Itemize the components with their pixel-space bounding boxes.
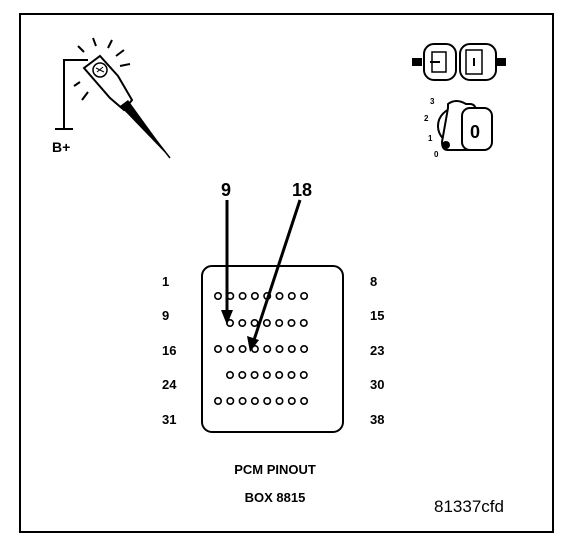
connector-pin	[299, 370, 308, 379]
connector-pin	[275, 370, 284, 379]
pin-row-start-label: 16	[162, 343, 176, 358]
connector-pin	[300, 344, 309, 353]
pin-row-pins	[226, 318, 308, 327]
connector-pin	[226, 344, 235, 353]
pin-row-end-label: 30	[370, 377, 384, 392]
connector-pin	[287, 344, 296, 353]
caption-title: PCM PINOUT	[234, 462, 316, 477]
connector-pin	[262, 370, 271, 379]
pin-row-end-label: 23	[370, 343, 384, 358]
connector-pin	[214, 291, 223, 300]
pin-row-start-label: 9	[162, 308, 169, 323]
connector-pin	[226, 370, 235, 379]
connector-pin	[300, 291, 309, 300]
connector-pin	[238, 318, 247, 327]
pin-row-5: 31 38	[162, 396, 384, 427]
connector-pin	[263, 344, 272, 353]
connector-pin	[238, 396, 247, 405]
connector-pin	[275, 291, 284, 300]
connector-pin	[238, 291, 247, 300]
connector-pin	[287, 396, 296, 405]
connector-pin	[250, 291, 259, 300]
pin-row-start-label: 1	[162, 274, 169, 289]
callout-pin-b-arrowhead	[247, 336, 259, 352]
connector-pin	[287, 291, 296, 300]
connector-icon	[412, 43, 506, 81]
ignition-position-3: 3	[430, 97, 435, 106]
ignition-key-position-label: 0	[470, 122, 480, 142]
connector-pin	[287, 370, 296, 379]
connector-pin	[287, 318, 296, 327]
ignition-position-0: 0	[434, 150, 439, 159]
callout-pin-a-arrowhead	[221, 310, 233, 325]
battery-positive-label: B+	[52, 139, 70, 155]
connector-pin	[299, 318, 308, 327]
pin-row-pins	[226, 370, 308, 379]
pin-row-4: 24 30	[162, 370, 384, 392]
pin-row-start-label: 24	[162, 377, 177, 392]
test-light-probe-icon	[55, 37, 171, 159]
connector-pin	[238, 344, 247, 353]
pin-row-end-label: 15	[370, 308, 384, 323]
callout-pin-a: 9	[221, 180, 233, 325]
connector-pin	[250, 370, 259, 379]
connector-pin	[263, 396, 272, 405]
connector-pin	[250, 396, 259, 405]
connector-pin	[275, 344, 284, 353]
connector-pin	[214, 396, 223, 405]
connector-pin	[250, 318, 259, 327]
connector-pin	[275, 318, 284, 327]
caption-subtitle: BOX 8815	[245, 490, 306, 505]
connector-pin	[262, 318, 271, 327]
connector-pin	[300, 396, 309, 405]
callout-pin-b: 18	[247, 180, 312, 352]
ignition-key-icon: 0 3 2 1 0	[424, 97, 493, 159]
pin-row-2: 9 15	[162, 308, 384, 327]
callout-pin-b-label: 18	[292, 180, 312, 200]
connector-pin	[275, 396, 284, 405]
figure-frame	[19, 13, 554, 533]
connector-pin	[238, 370, 247, 379]
figure-id: 81337cfd	[434, 497, 504, 516]
connector-pin	[214, 344, 223, 353]
pin-row-pins	[214, 396, 309, 405]
pin-row-end-label: 38	[370, 412, 384, 427]
pin-row-start-label: 31	[162, 412, 176, 427]
ignition-position-2: 2	[424, 114, 429, 123]
ignition-position-1: 1	[428, 134, 433, 143]
pcm-connector-face	[201, 265, 344, 433]
connector-pin	[226, 396, 235, 405]
callout-pin-a-label: 9	[221, 180, 231, 200]
pin-row-end-label: 8	[370, 274, 377, 289]
